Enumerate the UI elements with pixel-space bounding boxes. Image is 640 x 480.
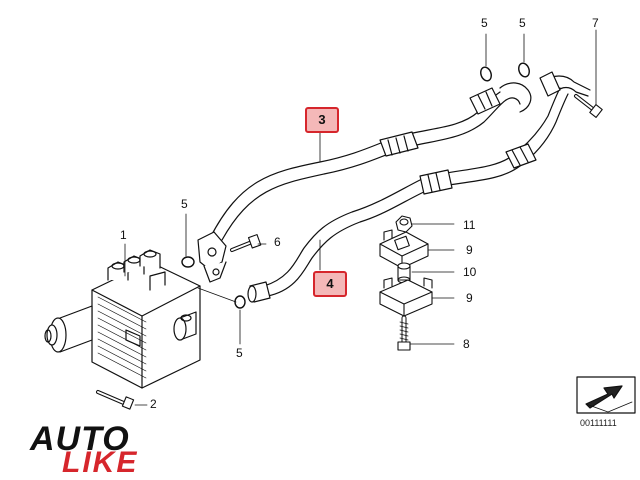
bracket-9-lower — [379, 277, 433, 317]
brand-like-text: LIKE — [62, 446, 139, 479]
bracket-9-upper — [379, 229, 429, 269]
spacer-10 — [397, 262, 411, 284]
brand-auto-text: AUTO — [30, 420, 130, 458]
callout-8: 8 — [463, 337, 470, 351]
callout-1: 1 — [120, 228, 127, 242]
callout-6: 6 — [274, 235, 281, 249]
callout-5-top-right: 5 — [519, 16, 526, 30]
callout-2: 2 — [150, 397, 157, 411]
callout-9-lower: 9 — [466, 291, 473, 305]
nut-11 — [395, 215, 413, 233]
oil-line-3 — [197, 82, 532, 283]
oil-cooler — [44, 249, 201, 389]
bolt-8 — [397, 315, 411, 351]
bolt-7 — [574, 94, 603, 118]
orientation-symbol — [576, 376, 636, 414]
callout-9-upper: 9 — [466, 243, 473, 257]
brand-logo: AUTO LIKE — [24, 418, 174, 479]
oil-line-4 — [247, 71, 591, 303]
callout-5-middle: 5 — [181, 197, 188, 211]
callout-3: 3 — [305, 107, 339, 133]
callout-11: 11 — [463, 218, 476, 232]
bolt-6 — [230, 234, 262, 252]
callout-4: 4 — [313, 271, 347, 297]
diagram-code: 00111111 — [580, 418, 617, 428]
callout-5-top-left: 5 — [481, 16, 488, 30]
o-ring-seals — [181, 62, 530, 309]
callout-5-bottom: 5 — [236, 346, 243, 360]
callout-10: 10 — [463, 265, 477, 279]
callout-7: 7 — [592, 16, 599, 30]
leader-lines — [124, 29, 597, 406]
bolt-2 — [96, 390, 135, 410]
